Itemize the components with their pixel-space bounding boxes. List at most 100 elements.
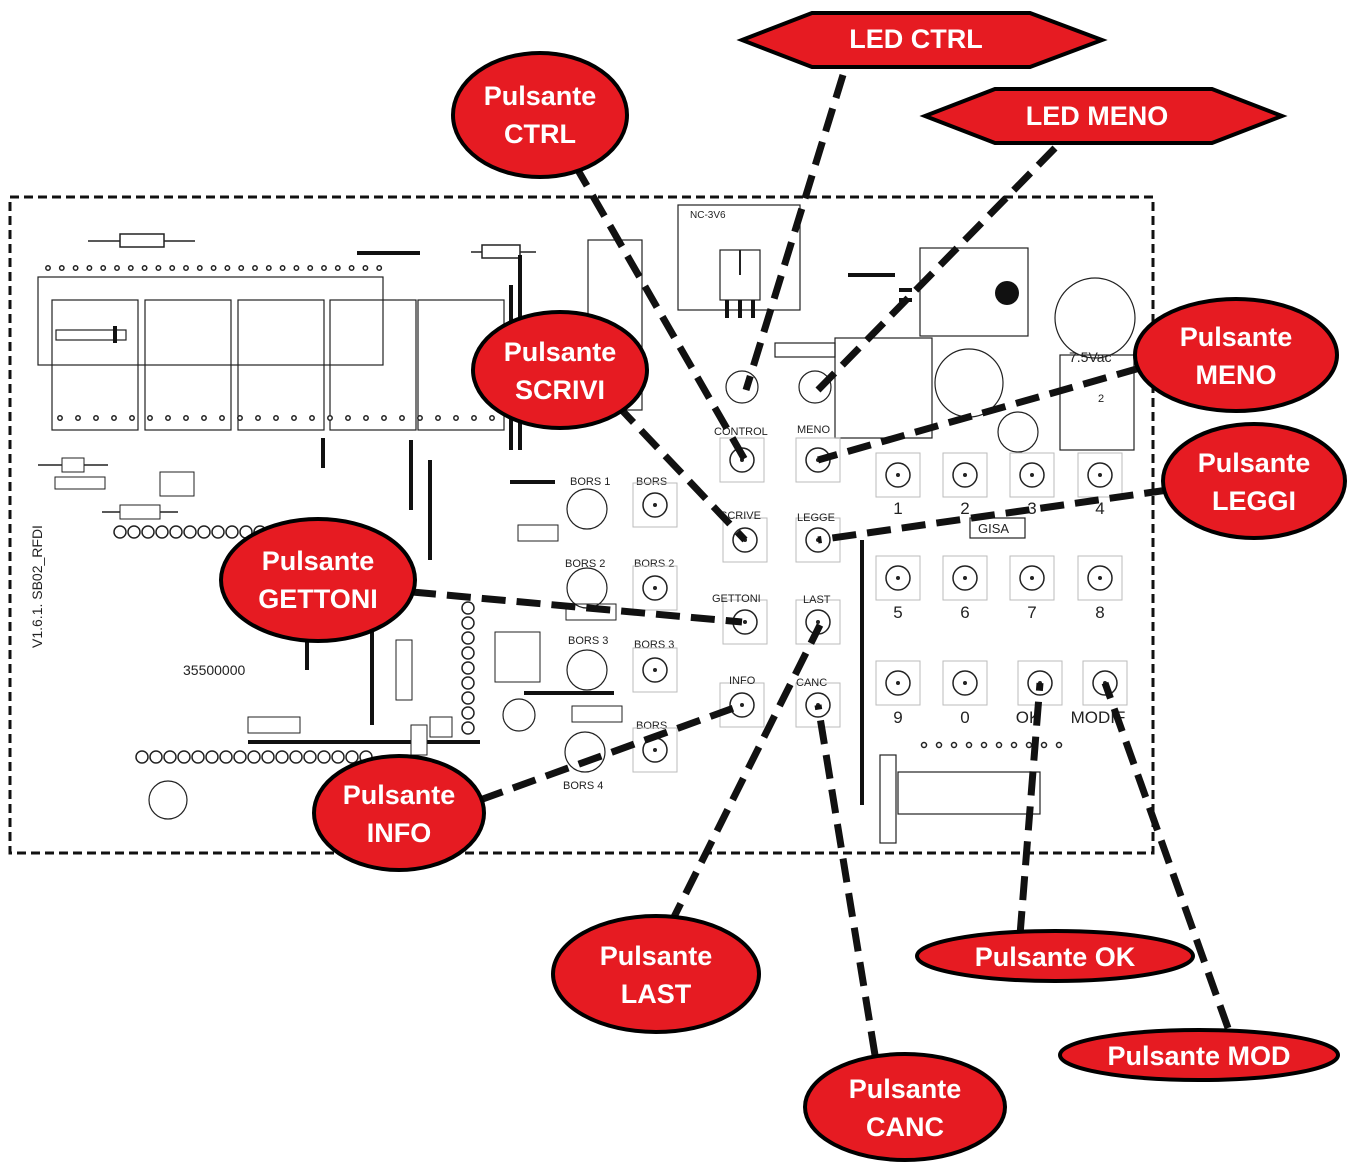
keypad-label: 9 (893, 708, 902, 727)
pushbutton-frame (942, 452, 988, 498)
pad (197, 525, 211, 539)
svg-text:LAST: LAST (621, 979, 692, 1009)
pushbutton-frame (722, 599, 768, 645)
pushbutton-frame (1009, 452, 1055, 498)
svg-text:Pulsante: Pulsante (1180, 322, 1293, 352)
pad (201, 415, 207, 421)
pad (255, 415, 261, 421)
pad (461, 676, 475, 690)
pad (135, 750, 149, 764)
callout-pulsante-last: Pulsante LAST (551, 914, 761, 1034)
pad (233, 750, 247, 764)
callout-pulsante-info: Pulsante INFO (312, 754, 486, 872)
pad (219, 415, 225, 421)
pad (307, 265, 314, 271)
pushbutton-frame (942, 660, 988, 706)
pad (1055, 741, 1063, 749)
pad (141, 525, 155, 539)
svg-text:BORS 4: BORS 4 (563, 780, 603, 792)
keypad-label: 0 (960, 708, 969, 727)
pad (111, 415, 117, 421)
svg-text:BORS 2: BORS 2 (634, 558, 674, 570)
resistor-top (88, 233, 536, 259)
pad (935, 741, 943, 749)
svg-text:BORS: BORS (636, 476, 667, 488)
pad (453, 415, 459, 421)
svg-text:BORS: BORS (636, 720, 667, 732)
pad (920, 741, 928, 749)
pad (265, 265, 272, 271)
svg-text:SCRIVE: SCRIVE (720, 510, 761, 522)
pushbutton-frame (795, 682, 841, 728)
svg-text:SCRIVI: SCRIVI (515, 375, 605, 405)
svg-text:Pulsante OK: Pulsante OK (975, 942, 1136, 972)
pad (211, 525, 225, 539)
pad (273, 415, 279, 421)
pad (376, 265, 383, 271)
left-components (38, 457, 623, 820)
svg-text:BORS 3: BORS 3 (568, 635, 608, 647)
board-outline (8, 195, 1155, 855)
pad (169, 265, 176, 271)
pushbutton-frame (719, 682, 765, 728)
pad (321, 265, 327, 271)
pad (57, 415, 63, 421)
pushbutton-center (653, 503, 657, 507)
pushbutton-center (743, 620, 747, 624)
callout-pulsante-ok: Pulsante OK (915, 929, 1195, 983)
svg-text:Pulsante: Pulsante (484, 81, 597, 111)
callout-pulsante-meno: Pulsante MENO (1133, 297, 1339, 413)
pad (334, 265, 341, 271)
svg-text:LED CTRL: LED CTRL (849, 24, 982, 54)
keypad-label: 1 (893, 499, 902, 518)
pushbutton-center (896, 576, 900, 580)
pad (461, 616, 475, 630)
svg-text:LEGGI: LEGGI (1212, 486, 1296, 516)
pushbutton-frame (722, 517, 768, 563)
terminal-number: 2 (1098, 393, 1104, 405)
svg-text:Pulsante MOD: Pulsante MOD (1107, 1041, 1290, 1071)
pad (381, 415, 387, 421)
pad (191, 750, 205, 764)
pushbutton-center (653, 748, 657, 752)
svg-text:MENO: MENO (797, 424, 830, 436)
pad (252, 265, 258, 271)
pushbutton-frame (719, 437, 765, 483)
pad (127, 265, 134, 271)
pad (237, 415, 243, 421)
board-code-label: 35500000 (183, 662, 246, 678)
brand-chip-label: GISA (978, 521, 1009, 536)
pin-row-right (920, 741, 1063, 749)
pad (169, 525, 183, 539)
callout-pulsante-leggi: Pulsante LEGGI (1161, 422, 1347, 540)
pushbutton-frame (875, 555, 921, 601)
pad (113, 525, 127, 539)
svg-text:CANC: CANC (866, 1112, 944, 1142)
leader-lines (411, 73, 1232, 1056)
pushbutton-center (653, 586, 657, 590)
relay-block (37, 276, 505, 431)
keypad-label: 3 (1027, 499, 1036, 518)
pad (75, 415, 81, 421)
pad (275, 750, 289, 764)
pad (86, 265, 93, 271)
bors-leds: BORS 1 BORS 2 BORS 3 BORS 4 BORS BORS 2 … (563, 476, 674, 792)
pushbutton-center (653, 668, 657, 672)
pad (399, 415, 405, 421)
pad (461, 661, 475, 675)
svg-text:GETTONI: GETTONI (712, 593, 761, 605)
pad (247, 750, 261, 764)
board-version-label: V1.6.1. SB02_RFDI (29, 525, 45, 648)
pin-row-bottom (57, 415, 495, 421)
pad (980, 741, 988, 749)
regulator-area: NC-3V6 7.5Vac 2 (677, 204, 1136, 453)
keypad-label: 6 (960, 603, 969, 622)
pad (303, 750, 317, 764)
pad (461, 601, 475, 615)
pad (279, 265, 286, 271)
svg-text:Pulsante: Pulsante (1198, 448, 1311, 478)
pushbutton-center (963, 473, 967, 477)
pushbutton-center (1098, 473, 1102, 477)
pad (327, 415, 333, 421)
pushbutton-frame (795, 437, 841, 483)
